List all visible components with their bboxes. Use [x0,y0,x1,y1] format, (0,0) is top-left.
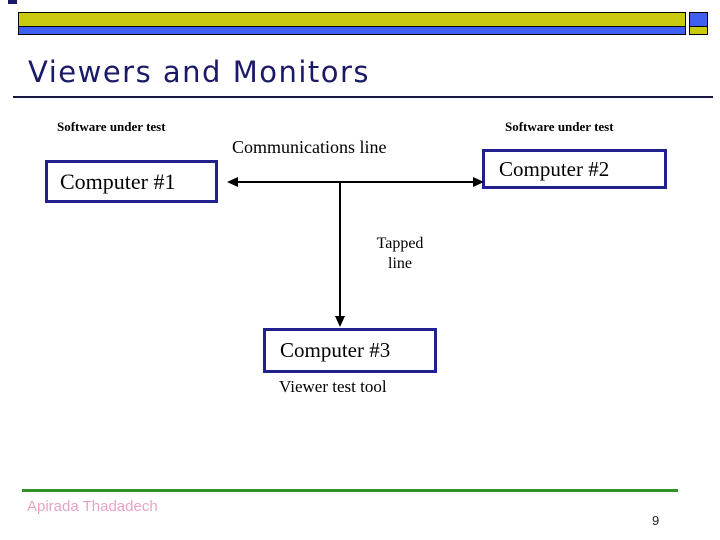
footer-divider [22,489,678,492]
label-software-under-test-right: Software under test [505,119,614,134]
computer2-box: Computer #2 [482,149,667,189]
computer2-label: Computer #2 [499,156,610,181]
label-tapped-line-word1: Tapped [376,235,424,252]
label-tapped-line-word2: line [388,255,412,272]
arrowhead-down-icon [335,316,345,327]
top-bar-cap-blue [689,12,708,27]
slide-title: Viewers and Monitors [28,55,371,89]
label-tapped-line: Tapped line [355,234,445,274]
tapped-line-connector [339,183,341,317]
top-bar-cap-yellow [689,26,708,35]
top-bar-blue [18,26,686,35]
computer3-label: Computer #3 [280,338,391,362]
top-left-accent [8,0,17,4]
computer1-label: Computer #1 [60,168,176,194]
title-underline [13,96,713,98]
label-viewer-test-tool: Viewer test tool [279,377,387,396]
label-software-under-test-left: Software under test [57,119,166,134]
computer1-box: Computer #1 [45,160,218,203]
arrowhead-right-icon [473,177,484,187]
communications-line-connector [237,181,475,183]
arrowhead-left-icon [227,177,238,187]
top-bar-yellow [18,12,686,27]
footer-author: Apirada Thadadech [27,498,158,515]
label-communications-line: Communications line [232,137,387,157]
computer3-box: Computer #3 [263,328,437,373]
page-number: 9 [652,513,660,528]
